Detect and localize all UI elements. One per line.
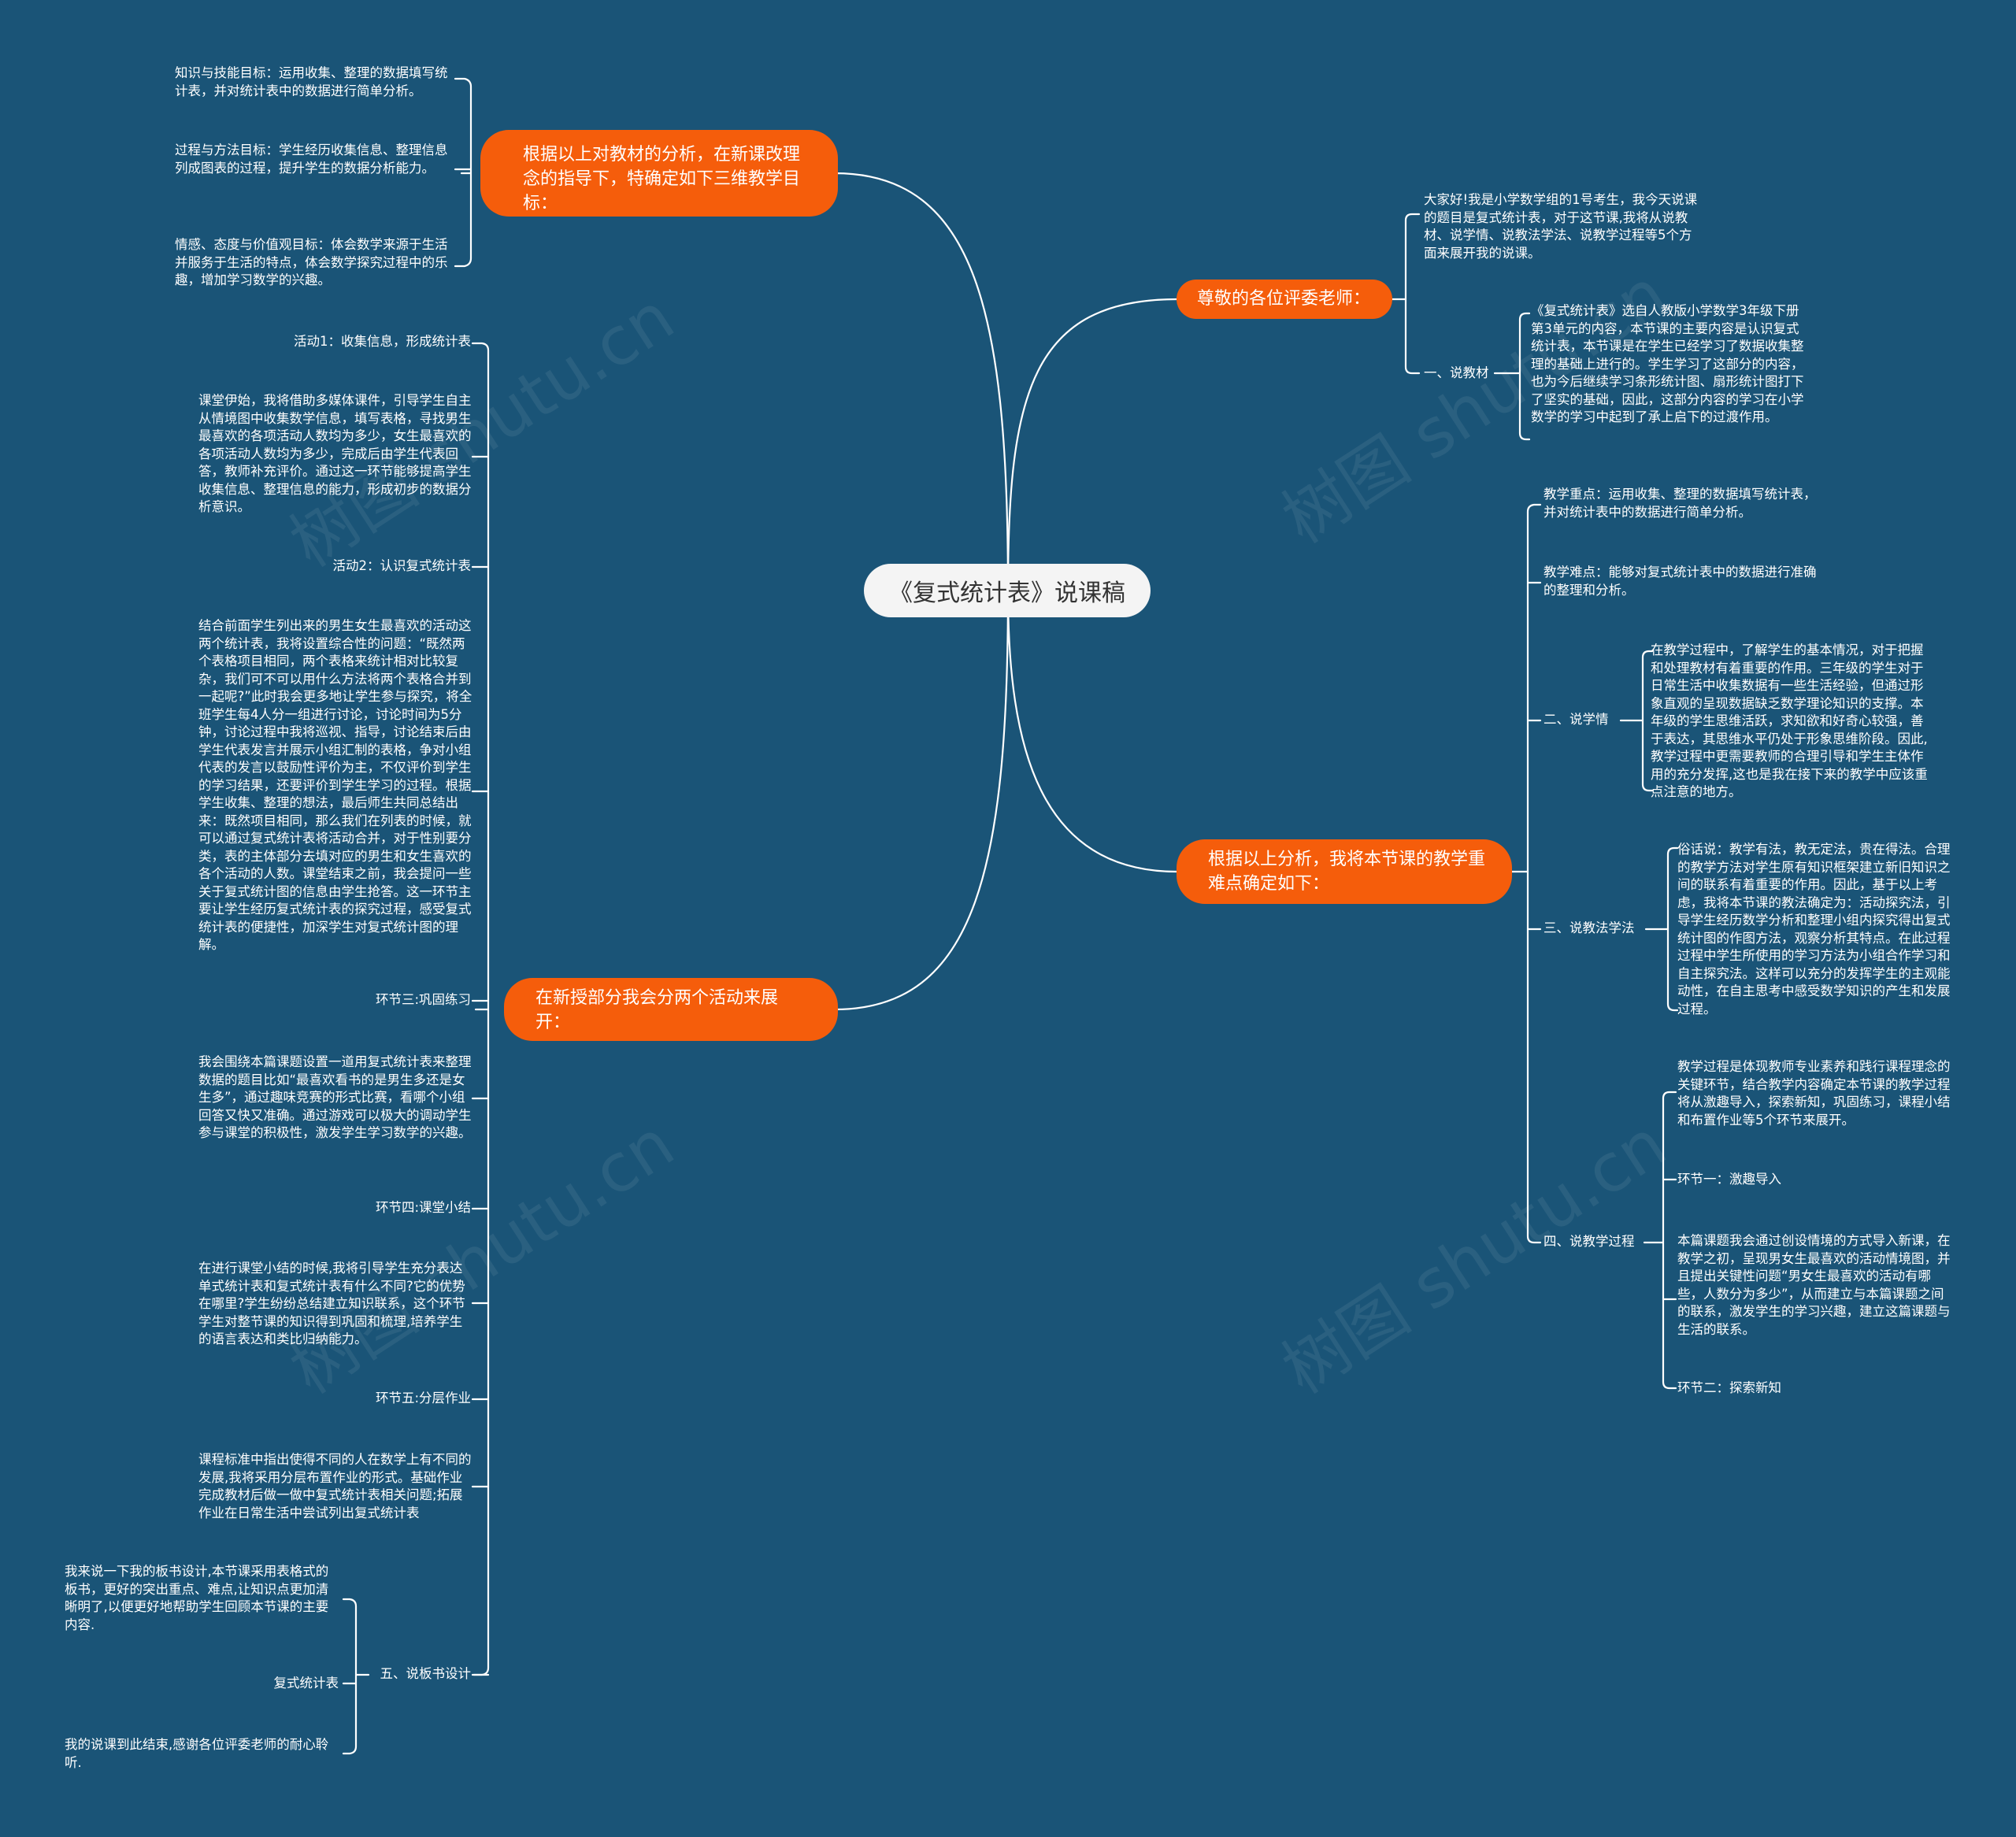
step5-text: 课程标准中指出使得不同的人在数学上有不同的发展,我将采用分层布置作业的形式。基础… xyxy=(198,1452,472,1520)
learners-label: 二、说学情 xyxy=(1544,712,1609,727)
activity1-text: 课堂伊始，我将借助多媒体课件，引导学生自主从情境图中收集数学信息，填写表格，寻找… xyxy=(198,393,472,514)
step4-label: 环节四:课堂小结 xyxy=(375,1200,471,1215)
step1-text: 本篇课题我会通过创设情境的方式导入新课，在教学之初，呈现男女生最喜欢的活动情境图… xyxy=(1677,1233,1951,1337)
link-root-new-lesson xyxy=(833,589,1010,1011)
root-node[interactable]: 《复式统计表》说课稿 xyxy=(864,564,1151,617)
step1-label: 环节一：激趣导入 xyxy=(1677,1172,1781,1187)
topic-greeting[interactable]: 尊敬的各位评委老师： xyxy=(1177,280,1392,319)
material-text: 《复式统计表》选自人教版小学数学3年级下册第3单元的内容，本节课的主要内容是认识… xyxy=(1531,303,1804,424)
step4-text: 在进行课堂小结的时候,我将引导学生充分表达单式统计表和复式统计表有什么不同?它的… xyxy=(198,1261,465,1346)
step5-label: 环节五:分层作业 xyxy=(375,1391,471,1406)
key-point: 教学重点：运用收集、整理的数据填写统计表，并对统计表中的数据进行简单分析。 xyxy=(1544,487,1817,520)
brace-key-points xyxy=(1510,503,1542,1244)
brace-board xyxy=(342,1598,370,1755)
material-label: 一、说教材 xyxy=(1424,365,1489,380)
activity2-label: 活动2：认识复式统计表 xyxy=(332,558,472,573)
board-label: 五、说板书设计 xyxy=(380,1666,472,1681)
board-intro: 我来说一下我的板书设计,本节课采用表格式的板书，更好的突出重点、难点,让知识点更… xyxy=(65,1564,329,1632)
topic-key-points[interactable]: 根据以上分析，我将本节课的教学重难点确定如下： xyxy=(1177,839,1512,904)
link-root-greeting xyxy=(1006,298,1179,592)
link-root-goals xyxy=(833,172,1010,592)
difficulty: 教学难点：能够对复式统计表中的数据进行准确的整理和分析。 xyxy=(1544,565,1817,598)
goal-process: 过程与方法目标：学生经历收集信息、整理信息列成图表的过程，提升学生的数据分析能力… xyxy=(175,143,448,176)
board-end: 我的说课到此结束,感谢各位评委老师的耐心聆听. xyxy=(65,1737,329,1770)
board-title: 复式统计表 xyxy=(273,1676,339,1691)
learners-text: 在教学过程中，了解学生的基本情况，对于把握和处理教材有着重要的作用。三年级的学生… xyxy=(1651,643,1928,799)
step3-text: 我会围绕本篇课题设置一道用复式统计表来整理数据的题目比如“最喜欢看书的是男生多还… xyxy=(198,1054,472,1140)
goal-emotion: 情感、态度与价值观目标：体会数学来源于生活并服务于生活的特点，体会数学探究过程中… xyxy=(175,237,448,287)
brace-methods xyxy=(1644,846,1679,1012)
activity2-text: 结合前面学生列出来的男生女生最喜欢的活动这两个统计表，我将设置综合性的问题：“既… xyxy=(198,618,472,952)
brace-greeting xyxy=(1387,213,1421,375)
methods-text: 俗话说：教学有法，教无定法，贵在得法。合理的教学方法对学生原有知识框架建立新旧知… xyxy=(1677,842,1951,1017)
process-label: 四、说教学过程 xyxy=(1544,1234,1635,1249)
topic-new-lesson[interactable]: 在新授部分我会分两个活动来展开： xyxy=(504,978,838,1041)
methods-label: 三、说教法学法 xyxy=(1544,920,1635,935)
greeting-intro: 大家好!我是小学数学组的1号考生，我今天说课的题目是复式统计表，对于这节课,我将… xyxy=(1424,192,1698,261)
process-text: 教学过程是体现教师专业素养和践行课程理念的关键环节，结合教学内容确定本节课的教学… xyxy=(1677,1059,1951,1128)
step2-label: 环节二：探索新知 xyxy=(1677,1380,1781,1395)
brace-material xyxy=(1493,312,1531,441)
activity1-label: 活动1：收集信息，形成统计表 xyxy=(294,334,471,349)
link-root-key-points xyxy=(1006,589,1179,873)
brace-process xyxy=(1643,1091,1677,1390)
topic-goals[interactable]: 根据以上对教材的分析，在新课改理念的指导下，特确定如下三维教学目标： xyxy=(480,130,838,217)
step3-label: 环节三:巩固练习 xyxy=(375,992,471,1007)
brace-goals xyxy=(454,77,472,268)
goal-knowledge: 知识与技能目标：运用收集、整理的数据填写统计表，并对统计表中的数据进行简单分析。 xyxy=(175,65,448,98)
brace-new-lesson xyxy=(471,342,490,1676)
brace-learners xyxy=(1619,650,1654,792)
